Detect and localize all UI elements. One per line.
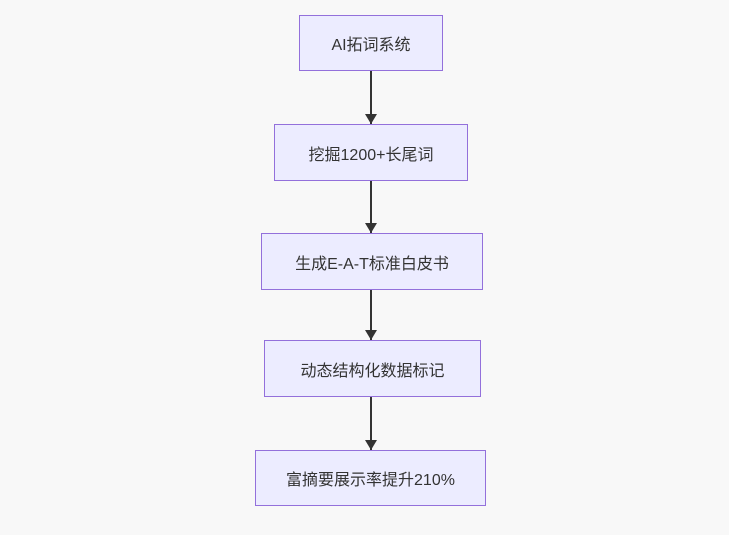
node-label: 富摘要展示率提升210% bbox=[286, 472, 455, 489]
arrowhead-down-icon bbox=[365, 223, 377, 233]
flow-arrow-2 bbox=[365, 181, 377, 233]
flow-arrow-3 bbox=[365, 290, 377, 340]
flowchart-node-ai-word-expansion: AI拓词系统 bbox=[299, 15, 443, 71]
flowchart-node-rich-snippet-rate: 富摘要展示率提升210% bbox=[255, 450, 486, 506]
flowchart-node-longtail-keywords: 挖掘1200+长尾词 bbox=[274, 124, 468, 181]
arrowhead-down-icon bbox=[365, 440, 377, 450]
flowchart-node-structured-data-markup: 动态结构化数据标记 bbox=[264, 340, 481, 397]
arrowhead-down-icon bbox=[365, 114, 377, 124]
flowchart-node-eat-whitepaper: 生成E-A-T标准白皮书 bbox=[261, 233, 483, 290]
flow-arrow-1 bbox=[365, 71, 377, 124]
flow-arrow-4 bbox=[365, 397, 377, 450]
node-label: 生成E-A-T标准白皮书 bbox=[295, 255, 449, 273]
node-label: AI拓词系统 bbox=[331, 37, 411, 54]
node-label: 挖掘1200+长尾词 bbox=[308, 146, 434, 164]
arrowhead-down-icon bbox=[365, 330, 377, 340]
node-label: 动态结构化数据标记 bbox=[300, 362, 445, 380]
